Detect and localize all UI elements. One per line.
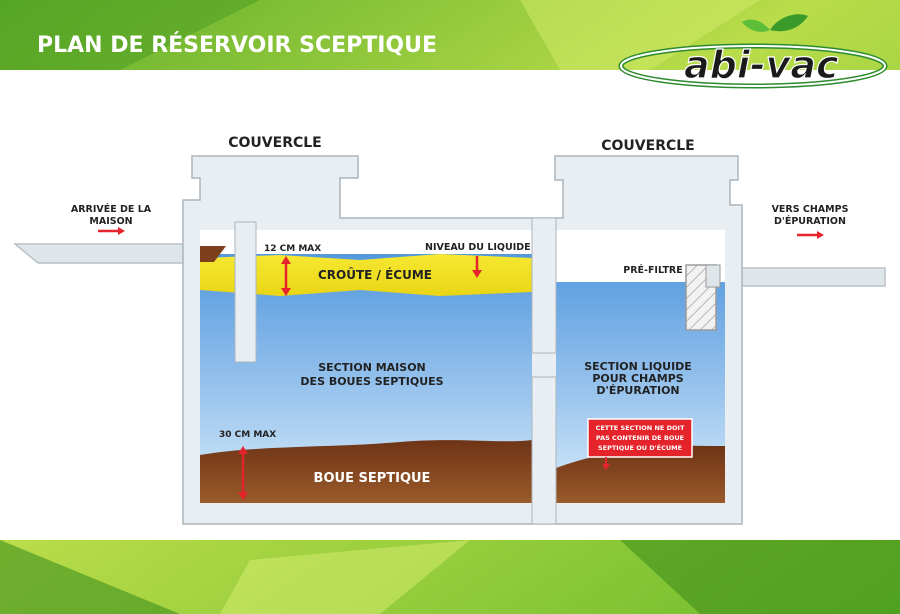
sludge-layer-right (556, 445, 725, 503)
warning-box: CETTE SECTION NE DOIT PAS CONTENIR DE BO… (587, 418, 693, 458)
logo-text: abi-vac (684, 43, 839, 87)
inlet-baffle (234, 221, 257, 363)
crust-layer (200, 254, 532, 296)
lid-label-right: COUVERCLE (601, 138, 694, 154)
pre-filter-outlet (705, 264, 721, 288)
sludge-thickness-arrow-icon (238, 446, 248, 500)
inlet-label-line2: MAISON (89, 216, 132, 227)
warning-line2: PAS CONTENIR DE BOUE (596, 434, 684, 442)
partition-lower (531, 376, 557, 525)
bg-facet (520, 0, 760, 70)
outlet-arrow-icon (797, 231, 824, 239)
liquid-section-line3: D'ÉPURATION (596, 384, 679, 397)
crust-thickness-arrow-icon (281, 256, 291, 296)
inlet-label-line1: ARRIVÉE DE LA (71, 203, 152, 215)
house-section-line1: SECTION MAISON (318, 361, 426, 374)
warning-arrow-icon (602, 457, 610, 470)
abi-vac-logo: abi-vac (618, 14, 888, 89)
outlet-label-line1: VERS CHAMPS (772, 204, 849, 215)
outlet-pipe (734, 267, 886, 287)
liquid-section-line2: POUR CHAMPS (592, 372, 683, 385)
lid-label-left: COUVERCLE (228, 135, 321, 151)
partition-upper (531, 217, 557, 354)
crust-label: CROÛTE / ÉCUME (318, 267, 432, 282)
outlet-label-line2: D'ÉPURATION (774, 215, 846, 227)
leaf-icon (770, 14, 808, 32)
max-12-label: 12 CM MAX (264, 244, 321, 254)
max-30-label: 30 CM MAX (219, 430, 276, 440)
bg-facet (0, 0, 260, 70)
warning-line1: CETTE SECTION NE DOIT (596, 424, 685, 432)
house-section-line2: DES BOUES SEPTIQUES (300, 375, 443, 388)
bg-facet (220, 540, 470, 614)
warning-line3: SEPTIQUE OU D'ÉCUME (598, 443, 682, 452)
leaf-icon (742, 19, 770, 32)
inlet-arrow-icon (98, 227, 125, 235)
sludge-label: BOUE SEPTIQUE (314, 471, 431, 486)
sludge-layer-left (200, 440, 532, 503)
liquid-level-arrow-icon (472, 256, 482, 278)
inlet-pipe (12, 243, 187, 264)
bg-facet (620, 540, 900, 614)
liquid-section-line1: SECTION LIQUIDE (584, 360, 692, 373)
inlet-deposit (200, 246, 226, 262)
page-title: PLAN DE RÉSERVOIR SCEPTIQUE (37, 32, 437, 58)
bg-facet (0, 540, 180, 614)
liquid-level-label: NIVEAU DU LIQUIDE (425, 242, 531, 253)
prefilter-label: PRÉ-FILTRE (623, 264, 683, 276)
